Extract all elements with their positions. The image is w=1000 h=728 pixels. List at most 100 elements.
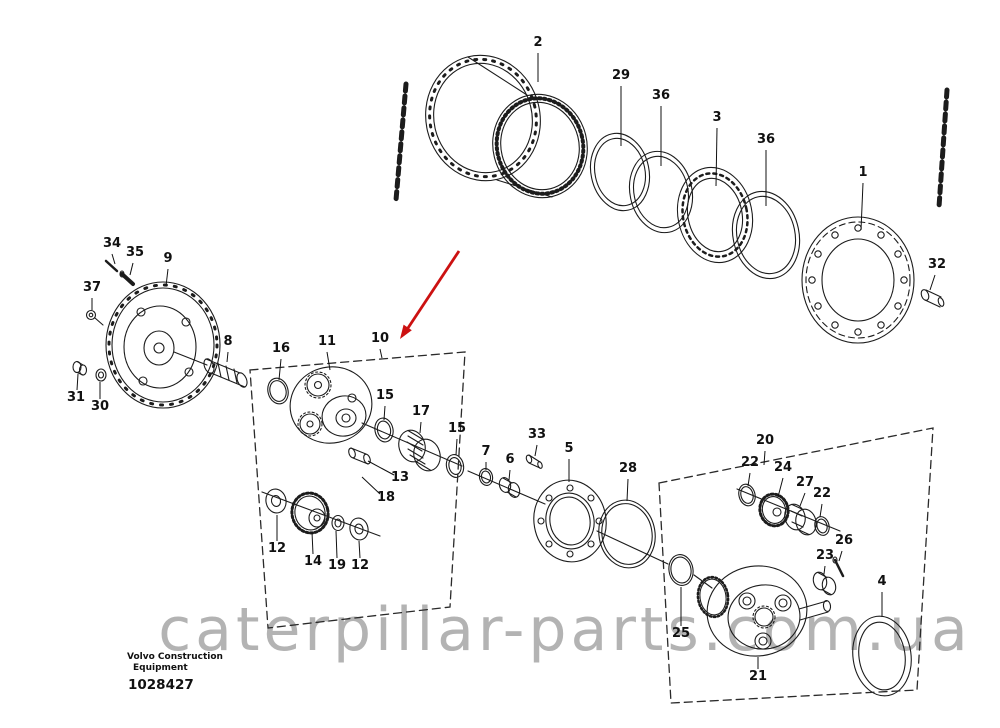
break-mark-right bbox=[936, 87, 950, 210]
part-13-pin bbox=[348, 447, 371, 465]
subassembly-box-20 bbox=[658, 427, 934, 704]
label-leader-28 bbox=[626, 478, 629, 502]
footer-doc-number: 1028427 bbox=[128, 677, 194, 693]
part-4-seal-ring bbox=[852, 615, 912, 697]
axis-line-mid-b bbox=[596, 530, 669, 565]
label-leader-1 bbox=[860, 182, 864, 231]
part-8-splined-shaft bbox=[203, 358, 248, 388]
part-label-5: 5 bbox=[564, 441, 573, 456]
part-label-20: 20 bbox=[756, 433, 774, 448]
part-19-washer bbox=[331, 514, 345, 532]
part-2-ring-gear-housing bbox=[425, 54, 588, 199]
break-mark-left bbox=[393, 81, 409, 203]
label-leader-3 bbox=[715, 127, 718, 187]
part-35-pin bbox=[119, 270, 135, 286]
part-14-gear bbox=[290, 491, 330, 535]
part-label-10: 10 bbox=[371, 331, 389, 346]
part-label-36: 36 bbox=[652, 88, 670, 103]
label-leader-12 bbox=[358, 540, 361, 559]
part-label-34: 34 bbox=[103, 236, 121, 251]
label-leader-22 bbox=[747, 472, 751, 487]
label-leader-8 bbox=[226, 351, 229, 363]
part-label-13: 13 bbox=[391, 470, 409, 485]
label-leader-34 bbox=[111, 253, 116, 265]
part-36-ring-a bbox=[628, 150, 694, 234]
label-leader-23 bbox=[823, 565, 826, 575]
axis-line-gear-cluster bbox=[261, 491, 381, 537]
part-label-30: 30 bbox=[91, 399, 109, 414]
label-leader-22 bbox=[819, 503, 823, 518]
part-label-11: 11 bbox=[318, 334, 336, 349]
label-leader-10 bbox=[379, 348, 383, 359]
part-label-4: 4 bbox=[877, 574, 886, 589]
part-label-15: 15 bbox=[448, 421, 466, 436]
part-17-sun-gear bbox=[398, 429, 441, 472]
line-art bbox=[72, 54, 950, 704]
part-29-retaining-ring bbox=[589, 132, 651, 212]
part-33-pin bbox=[525, 454, 543, 469]
label-leader-11 bbox=[326, 351, 331, 371]
part-label-6: 6 bbox=[505, 452, 514, 467]
part-22-snap-ring-a bbox=[738, 483, 756, 507]
label-leader-27 bbox=[799, 492, 806, 507]
part-34-pin bbox=[104, 259, 119, 273]
part-32-bolt bbox=[920, 289, 945, 308]
part-5-bearing-plate bbox=[533, 479, 607, 563]
part-label-7: 7 bbox=[481, 444, 490, 459]
axis-line-mid-a bbox=[467, 470, 546, 505]
part-28-seal-ring bbox=[598, 499, 656, 569]
part-16-o-ring bbox=[267, 377, 289, 405]
part-label-12: 12 bbox=[351, 558, 369, 573]
footer-brand-line1: Volvo Construction bbox=[127, 652, 223, 662]
part-6-bushing bbox=[498, 477, 521, 498]
part-label-27: 27 bbox=[796, 475, 814, 490]
part-26-roll-pin bbox=[832, 556, 845, 578]
label-leader-24 bbox=[777, 477, 784, 498]
part-label-32: 32 bbox=[928, 257, 946, 272]
watermark-text: caterpillar-parts.com.ua bbox=[158, 595, 972, 665]
part-label-29: 29 bbox=[612, 68, 630, 83]
part-label-36: 36 bbox=[757, 132, 775, 147]
label-leader-18 bbox=[361, 476, 381, 495]
part-label-33: 33 bbox=[528, 427, 546, 442]
part-label-24: 24 bbox=[774, 460, 792, 475]
part-12-washer-a bbox=[265, 488, 287, 514]
part-label-1: 1 bbox=[858, 165, 867, 180]
footer-block: Volvo Construction Equipment 1028427 bbox=[127, 652, 223, 693]
part-label-17: 17 bbox=[412, 404, 430, 419]
label-leader-9 bbox=[165, 268, 169, 287]
label-leader-17 bbox=[419, 421, 422, 434]
part-label-25: 25 bbox=[672, 626, 690, 641]
label-leader-33 bbox=[534, 444, 538, 457]
part-label-9: 9 bbox=[163, 251, 172, 266]
part-label-16: 16 bbox=[272, 341, 290, 356]
part-23-bushing bbox=[812, 571, 837, 596]
label-leader-26 bbox=[838, 550, 843, 562]
red-arrow-indicator bbox=[400, 250, 461, 339]
label-leader-19 bbox=[335, 530, 338, 559]
part-37-screw bbox=[85, 309, 104, 326]
part-label-37: 37 bbox=[83, 280, 101, 295]
part-label-31: 31 bbox=[67, 390, 85, 405]
label-leader-15 bbox=[383, 405, 386, 421]
part-label-22: 22 bbox=[813, 486, 831, 501]
part-15-washer-a bbox=[374, 417, 394, 443]
subassembly-box-10 bbox=[249, 351, 466, 629]
label-leader-16 bbox=[278, 358, 282, 381]
label-leader-6 bbox=[508, 469, 511, 481]
part-30-washer bbox=[95, 368, 107, 382]
part-36-ring-b bbox=[731, 190, 801, 280]
label-leader-14 bbox=[311, 531, 314, 555]
part-label-28: 28 bbox=[619, 461, 637, 476]
label-leader-31 bbox=[76, 373, 79, 391]
part-21-planet-carrier bbox=[696, 565, 832, 657]
label-leader-15 bbox=[455, 438, 458, 456]
part-label-15: 15 bbox=[376, 388, 394, 403]
part-9-cover bbox=[105, 281, 221, 409]
part-12-washer-b bbox=[349, 517, 369, 541]
part-31-plug bbox=[72, 360, 88, 376]
